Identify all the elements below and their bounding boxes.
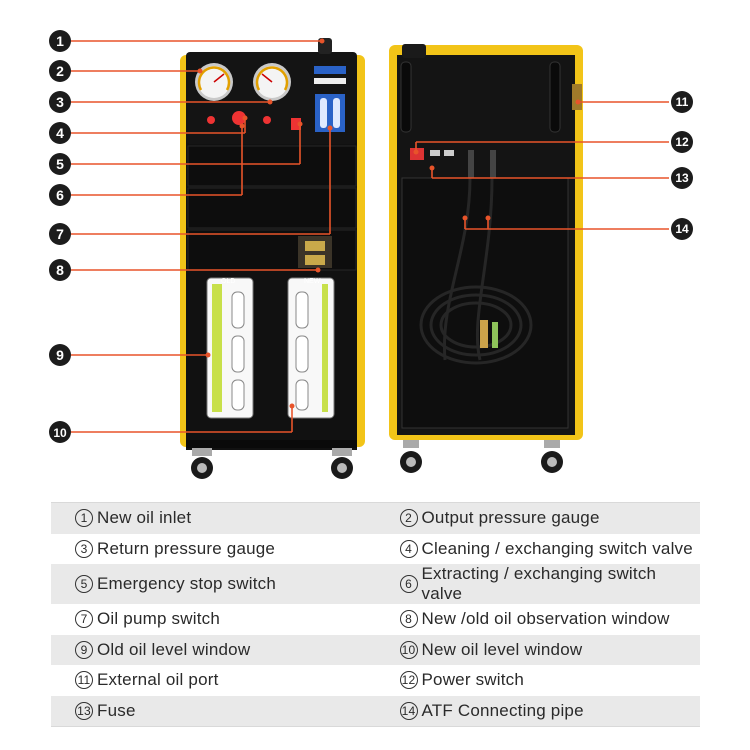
svg-text:9: 9: [56, 347, 64, 363]
svg-text:12: 12: [675, 135, 689, 149]
callout-badge-3: 3: [49, 91, 71, 113]
svg-text:13: 13: [675, 171, 689, 185]
svg-text:6: 6: [56, 187, 64, 203]
svg-text:1: 1: [56, 33, 64, 49]
svg-text:2: 2: [56, 63, 64, 79]
svg-text:7: 7: [56, 226, 64, 242]
machine-diagram: OLD NEW: [49, 30, 693, 479]
svg-text:10: 10: [53, 426, 67, 440]
svg-text:8: 8: [56, 262, 64, 278]
svg-text:5: 5: [56, 156, 64, 172]
atf-connecting-pipe: [419, 177, 533, 365]
front-machine: OLD NEW: [180, 38, 365, 479]
callout-badge-5: 5: [49, 153, 71, 175]
return-pressure-gauge: [253, 63, 291, 101]
svg-text:4: 4: [56, 125, 64, 141]
callout-badge-8: 8: [49, 259, 71, 281]
callout-badge-2: 2: [49, 60, 71, 82]
svg-text:11: 11: [676, 95, 689, 109]
callout-badge-14: 14: [671, 218, 693, 240]
svg-text:3: 3: [56, 94, 64, 110]
callout-badge-9: 9: [49, 344, 71, 366]
rear-machine: [389, 44, 583, 473]
oil-pump-switch: [291, 118, 301, 130]
callout-badge-7: 7: [49, 223, 71, 245]
external-oil-port: [572, 84, 582, 110]
callout-badge-12: 12: [671, 131, 693, 153]
output-pressure-gauge: [195, 63, 233, 101]
old-label: OLD: [221, 278, 235, 285]
front-wheels: [191, 448, 353, 479]
emergency-stop-switch: [232, 111, 246, 125]
callout-badge-1: 1: [49, 30, 71, 52]
callout-badge-4: 4: [49, 122, 71, 144]
callout-badge-10: 10: [49, 421, 71, 443]
new-oil-level-window: NEW: [287, 277, 335, 419]
callout-badge-11: 11: [671, 91, 693, 113]
new-label: NEW: [304, 278, 321, 285]
callout-lines: [71, 40, 669, 433]
callout-badge-13: 13: [671, 167, 693, 189]
callout-badge-6: 6: [49, 184, 71, 206]
old-oil-level-window: OLD: [206, 277, 254, 419]
svg-text:14: 14: [675, 222, 689, 236]
